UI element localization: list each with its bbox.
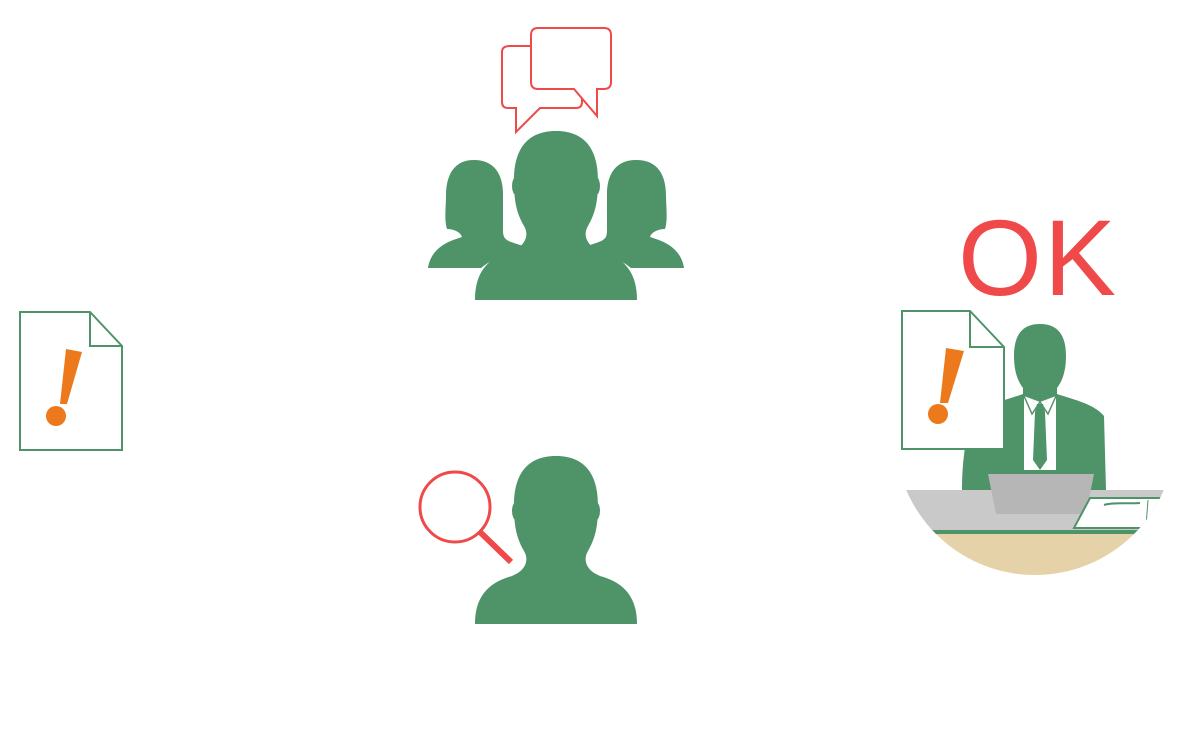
alert-document-icon	[19, 311, 123, 451]
held-alert-document-icon	[901, 310, 1005, 450]
right-person-icon	[584, 160, 684, 268]
speech-bubbles-icon	[501, 27, 612, 135]
left-person-icon	[428, 160, 526, 268]
investigator-person-icon	[475, 456, 637, 624]
magnifier-icon	[418, 470, 514, 565]
approver-at-desk-icon	[895, 310, 1175, 575]
ok-label: OK	[958, 197, 1119, 318]
investigator-icon	[418, 456, 637, 624]
center-person-icon	[475, 131, 637, 300]
group-discussion-icon	[428, 27, 684, 300]
